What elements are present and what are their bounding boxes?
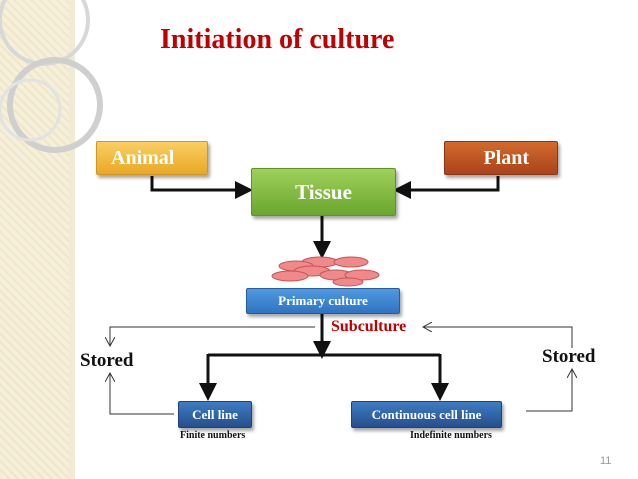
- node-animal: Animal: [96, 141, 208, 175]
- node-plant: Plant: [444, 141, 558, 175]
- node-continuous-cell-line: Continuous cell line: [351, 401, 502, 428]
- cell: [332, 277, 364, 287]
- stored-label-left: Stored: [80, 350, 134, 371]
- arrow-subculture-left: [110, 326, 315, 345]
- slide-title: Initiation of culture: [160, 24, 395, 55]
- arrow-plant-to-tissue: [393, 176, 500, 199]
- arrow-cellline-to-stored: [110, 374, 174, 415]
- node-cell-line: Cell line: [178, 401, 252, 428]
- subculture-label: Subculture: [331, 318, 407, 335]
- indefinite-numbers-label: Indefinite numbers: [410, 430, 492, 441]
- sidebar-border: [69, 0, 75, 479]
- node-tissue: Tissue: [251, 168, 396, 216]
- cell: [271, 270, 309, 282]
- cell-cluster: [271, 256, 380, 287]
- finite-numbers-label: Finite numbers: [180, 430, 246, 441]
- node-primary-culture: Primary culture: [246, 288, 400, 314]
- decorative-circles: [0, 0, 103, 153]
- arrow-continuous-to-stored: [526, 370, 572, 412]
- arrow-subculture-right: [424, 327, 573, 348]
- page-number: 11: [600, 455, 612, 467]
- arrow-animal-to-tissue: [150, 176, 253, 199]
- stored-label-right: Stored: [542, 346, 596, 367]
- cell: [333, 256, 369, 268]
